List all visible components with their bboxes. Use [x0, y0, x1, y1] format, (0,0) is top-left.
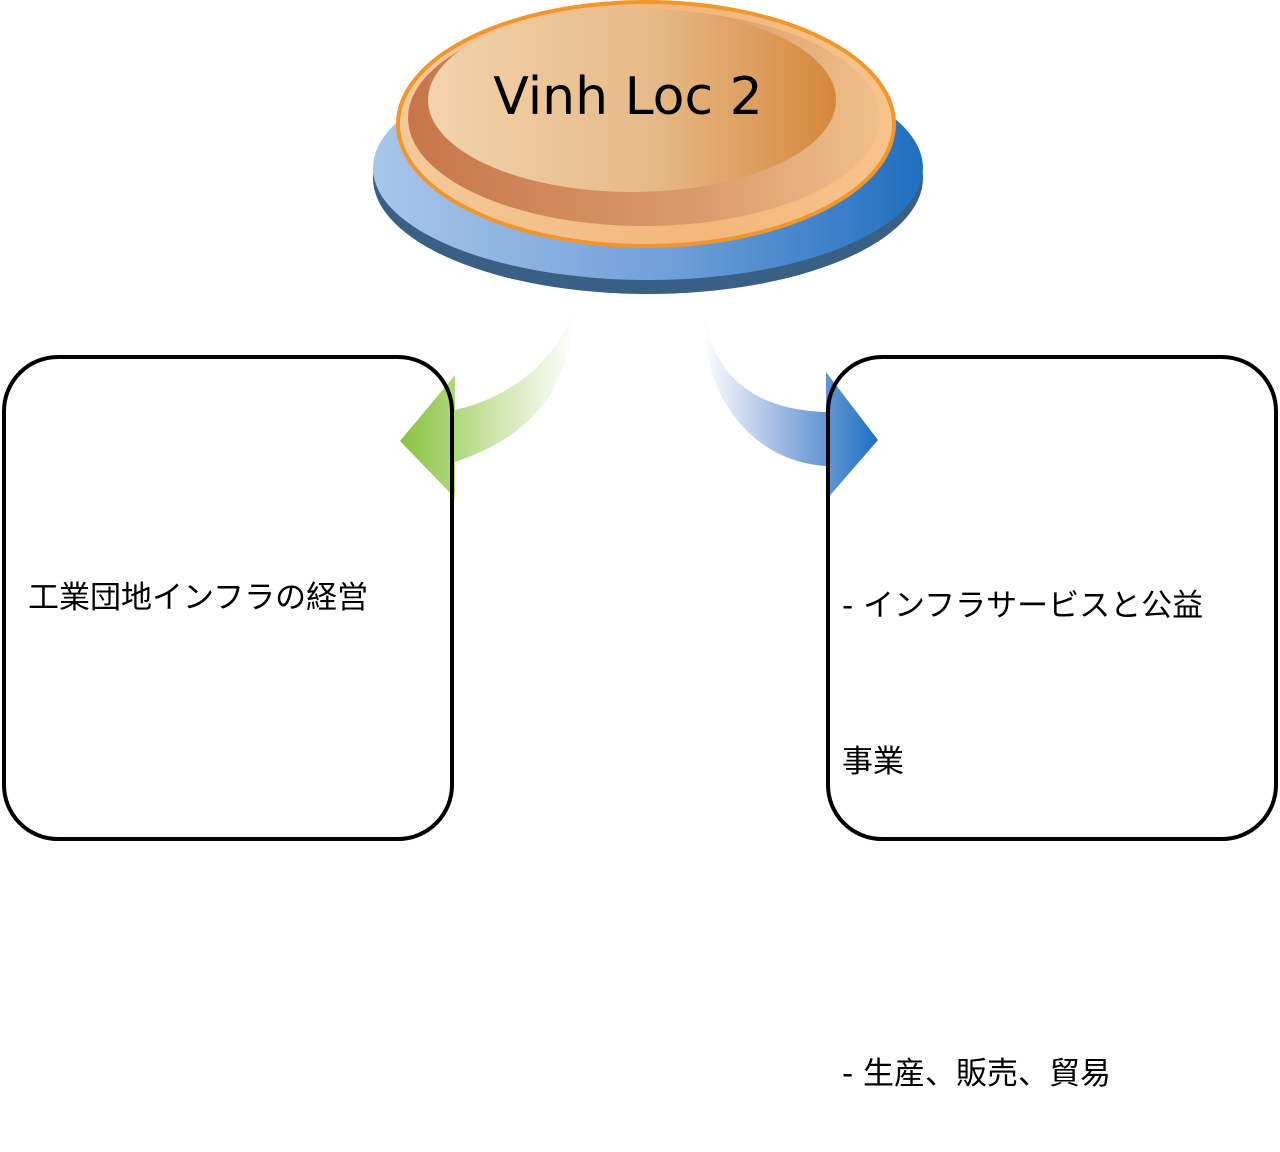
right-box-text: - インフラサービスと公益 事業 - 生産、販売、貿易	[842, 476, 1203, 1152]
left-box	[2, 355, 454, 841]
arrow-left	[400, 307, 575, 498]
arrow-right	[702, 305, 878, 500]
left-box-text: 工業団地インフラの経営	[28, 580, 369, 616]
right-box-line-2: 事業	[842, 744, 904, 780]
node-title: Vinh Loc 2	[493, 67, 762, 127]
right-box-line-3: - 生産、販売、貿易	[842, 1056, 1112, 1092]
right-box	[826, 355, 1278, 841]
right-box-spacer	[842, 892, 1203, 944]
title-disk	[396, 0, 896, 248]
right-box-line-1: - インフラサービスと公益	[842, 588, 1204, 624]
diagram-canvas: Vinh Loc 2	[373, 0, 923, 500]
